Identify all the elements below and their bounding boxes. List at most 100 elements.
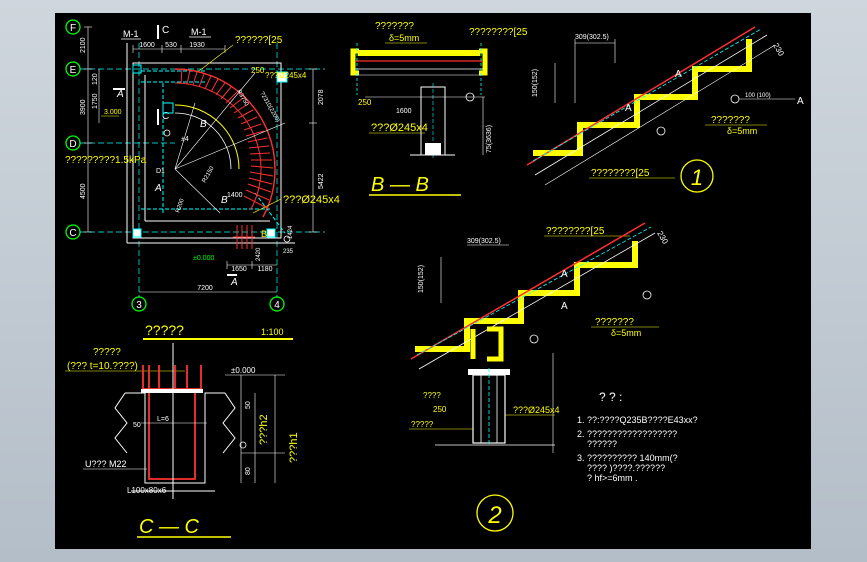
cc-anchor-bolts bbox=[142, 365, 202, 480]
cc-title: C — C bbox=[139, 516, 200, 538]
dim-bottom-1180: 1180 bbox=[257, 266, 272, 273]
label-zero: ±0.000 bbox=[193, 255, 214, 262]
axis-bubble-c: C bbox=[65, 224, 81, 240]
label-pipe-bottom: ???Ø245x4 bbox=[283, 194, 340, 206]
walls bbox=[126, 43, 295, 244]
dim-top-1600: 1600 bbox=[139, 42, 155, 49]
d2-a-top: A bbox=[561, 269, 568, 280]
dim-2420: 2420 bbox=[256, 247, 262, 261]
bb-side-dim: 75(3636) bbox=[486, 125, 493, 153]
notes-line-3b: ???? )????.?????? bbox=[587, 463, 665, 473]
notes-line-3: 3. ?????????? 140mm(? bbox=[577, 453, 678, 463]
cc-note-1: ????? bbox=[93, 347, 121, 358]
axis-label-e: E bbox=[70, 65, 77, 76]
axis-bubble-f: F bbox=[65, 19, 81, 35]
d1-dims bbox=[554, 39, 616, 103]
axis-label-d: D bbox=[69, 139, 76, 150]
notes-line-2: 2. ?????????????????? bbox=[577, 429, 677, 439]
cc-dim-left: 50 bbox=[245, 401, 252, 409]
dim-top-1930: 1930 bbox=[189, 42, 205, 49]
d1-number: 1 bbox=[691, 165, 703, 190]
section-mark-c-top: C bbox=[157, 25, 169, 39]
d1-steps bbox=[533, 39, 752, 156]
stair-treads bbox=[180, 68, 274, 209]
top-dimensions bbox=[132, 45, 226, 53]
axis-label-3: 3 bbox=[136, 300, 142, 311]
d1-note-2: δ=5mm bbox=[727, 126, 757, 136]
d2-note-1: ??????? bbox=[595, 317, 634, 328]
d1-a-top: A bbox=[675, 69, 682, 80]
dim-bottom-1650: 1650 bbox=[231, 266, 247, 273]
axis-bubble-d: D bbox=[65, 135, 81, 151]
dim-top-530: 530 bbox=[165, 42, 177, 49]
label-load: ?????????1.5kPa bbox=[65, 155, 147, 166]
label-pipe-top: ???Ø245x4 bbox=[265, 71, 307, 80]
cc-dims bbox=[240, 375, 285, 483]
detail-2: ????????[25 309(302.5) 150(152) 230 A A … bbox=[409, 222, 670, 532]
cc-scale: 1:100 bbox=[261, 327, 284, 337]
label-mid: ±4 bbox=[181, 136, 189, 143]
general-notes: ? ? : 1. ??:????Q235B????E43xx? 2. ?????… bbox=[577, 390, 698, 483]
d2-pipe-label: ???Ø245x4 bbox=[513, 405, 560, 415]
bb-label-thickness: δ=5mm bbox=[389, 33, 419, 43]
bottom-dimensions bbox=[139, 261, 277, 293]
bb-title: B — B bbox=[371, 174, 429, 196]
d1-dim-left: 150(152) bbox=[532, 69, 539, 97]
spiral-stair bbox=[174, 68, 276, 218]
c-mark-mid: C bbox=[162, 111, 169, 122]
plan-view: F E D C 3 4 bbox=[65, 19, 340, 312]
section-c-c: ????? 1:100 ????? (??? t=10.????) L=6 50… bbox=[65, 322, 300, 538]
cc-level: ±0.000 bbox=[231, 366, 256, 375]
label-a-left: A bbox=[116, 89, 124, 100]
detail-1: 309(302.5) 150(152) 230 A A ??????? δ=5m… bbox=[526, 26, 804, 193]
radial-lines bbox=[174, 72, 286, 214]
bb-top-plate bbox=[358, 50, 480, 56]
label-r200: R200 bbox=[175, 198, 186, 214]
dim-1424: 1424 bbox=[288, 225, 294, 239]
notes-line-1: 1. ??:????Q235B????E43xx? bbox=[577, 415, 698, 425]
d2-dim-250: 250 bbox=[433, 405, 447, 414]
c-mark-top: C bbox=[162, 25, 169, 36]
label-b-bottom: B bbox=[221, 195, 228, 206]
axis-bubble-3: 3 bbox=[131, 296, 147, 312]
label-radius: R2150 bbox=[202, 165, 216, 184]
cc-note-2: (??? t=10.????) bbox=[67, 361, 138, 372]
d1-channel-label: ????????[25 bbox=[591, 168, 650, 179]
axis-label-c: C bbox=[69, 228, 76, 239]
left-dimensions bbox=[84, 26, 100, 233]
landing-treads bbox=[233, 225, 255, 249]
bb-base bbox=[425, 143, 441, 155]
bb-pipe-label: ???Ø245x4 bbox=[371, 122, 428, 134]
notes-line-2b: ?????? bbox=[587, 439, 617, 449]
d2-number: 2 bbox=[487, 502, 501, 529]
cc-50: 50 bbox=[133, 422, 141, 429]
m1-label-left: M-1 bbox=[123, 29, 139, 39]
cc-h2: ???h2 bbox=[258, 414, 270, 445]
beams bbox=[141, 70, 286, 234]
dim-right-2078: 2078 bbox=[318, 89, 325, 105]
d2-number-circle bbox=[476, 494, 514, 532]
axis-label-4: 4 bbox=[274, 300, 280, 311]
section-b-b: ??????? δ=5mm ????????[25 250 1600 ???Ø2… bbox=[350, 21, 528, 196]
d1-dim-top: 309(302.5) bbox=[575, 34, 609, 41]
label-d1: D1 bbox=[156, 168, 165, 175]
bb-dim-1600: 1600 bbox=[396, 108, 412, 115]
d2-channel bbox=[470, 326, 504, 362]
label-a-bottom: A bbox=[230, 277, 238, 288]
dim-left-1750: 1750 bbox=[92, 93, 99, 109]
dim-right-5422: 5422 bbox=[318, 173, 325, 189]
cc-header: ????? bbox=[145, 322, 184, 338]
cad-drawing: F E D C 3 4 bbox=[65, 19, 804, 538]
axis-label-f: F bbox=[70, 23, 76, 34]
d1-number-circle bbox=[680, 159, 714, 193]
cc-h1: ???h1 bbox=[288, 432, 300, 463]
cc-l6: L=6 bbox=[157, 416, 169, 423]
bb-label-channel: ????????[25 bbox=[469, 27, 528, 38]
cc-dim-80: 80 bbox=[245, 467, 252, 475]
label-250: 250 bbox=[251, 66, 265, 75]
drawing-canvas[interactable]: F E D C 3 4 bbox=[55, 13, 811, 549]
d2-a-bottom: A bbox=[561, 301, 568, 312]
dim-left-3900: 3900 bbox=[80, 99, 87, 115]
d1-note-1: ??????? bbox=[711, 115, 750, 126]
dim-1400: 1400 bbox=[227, 192, 243, 199]
